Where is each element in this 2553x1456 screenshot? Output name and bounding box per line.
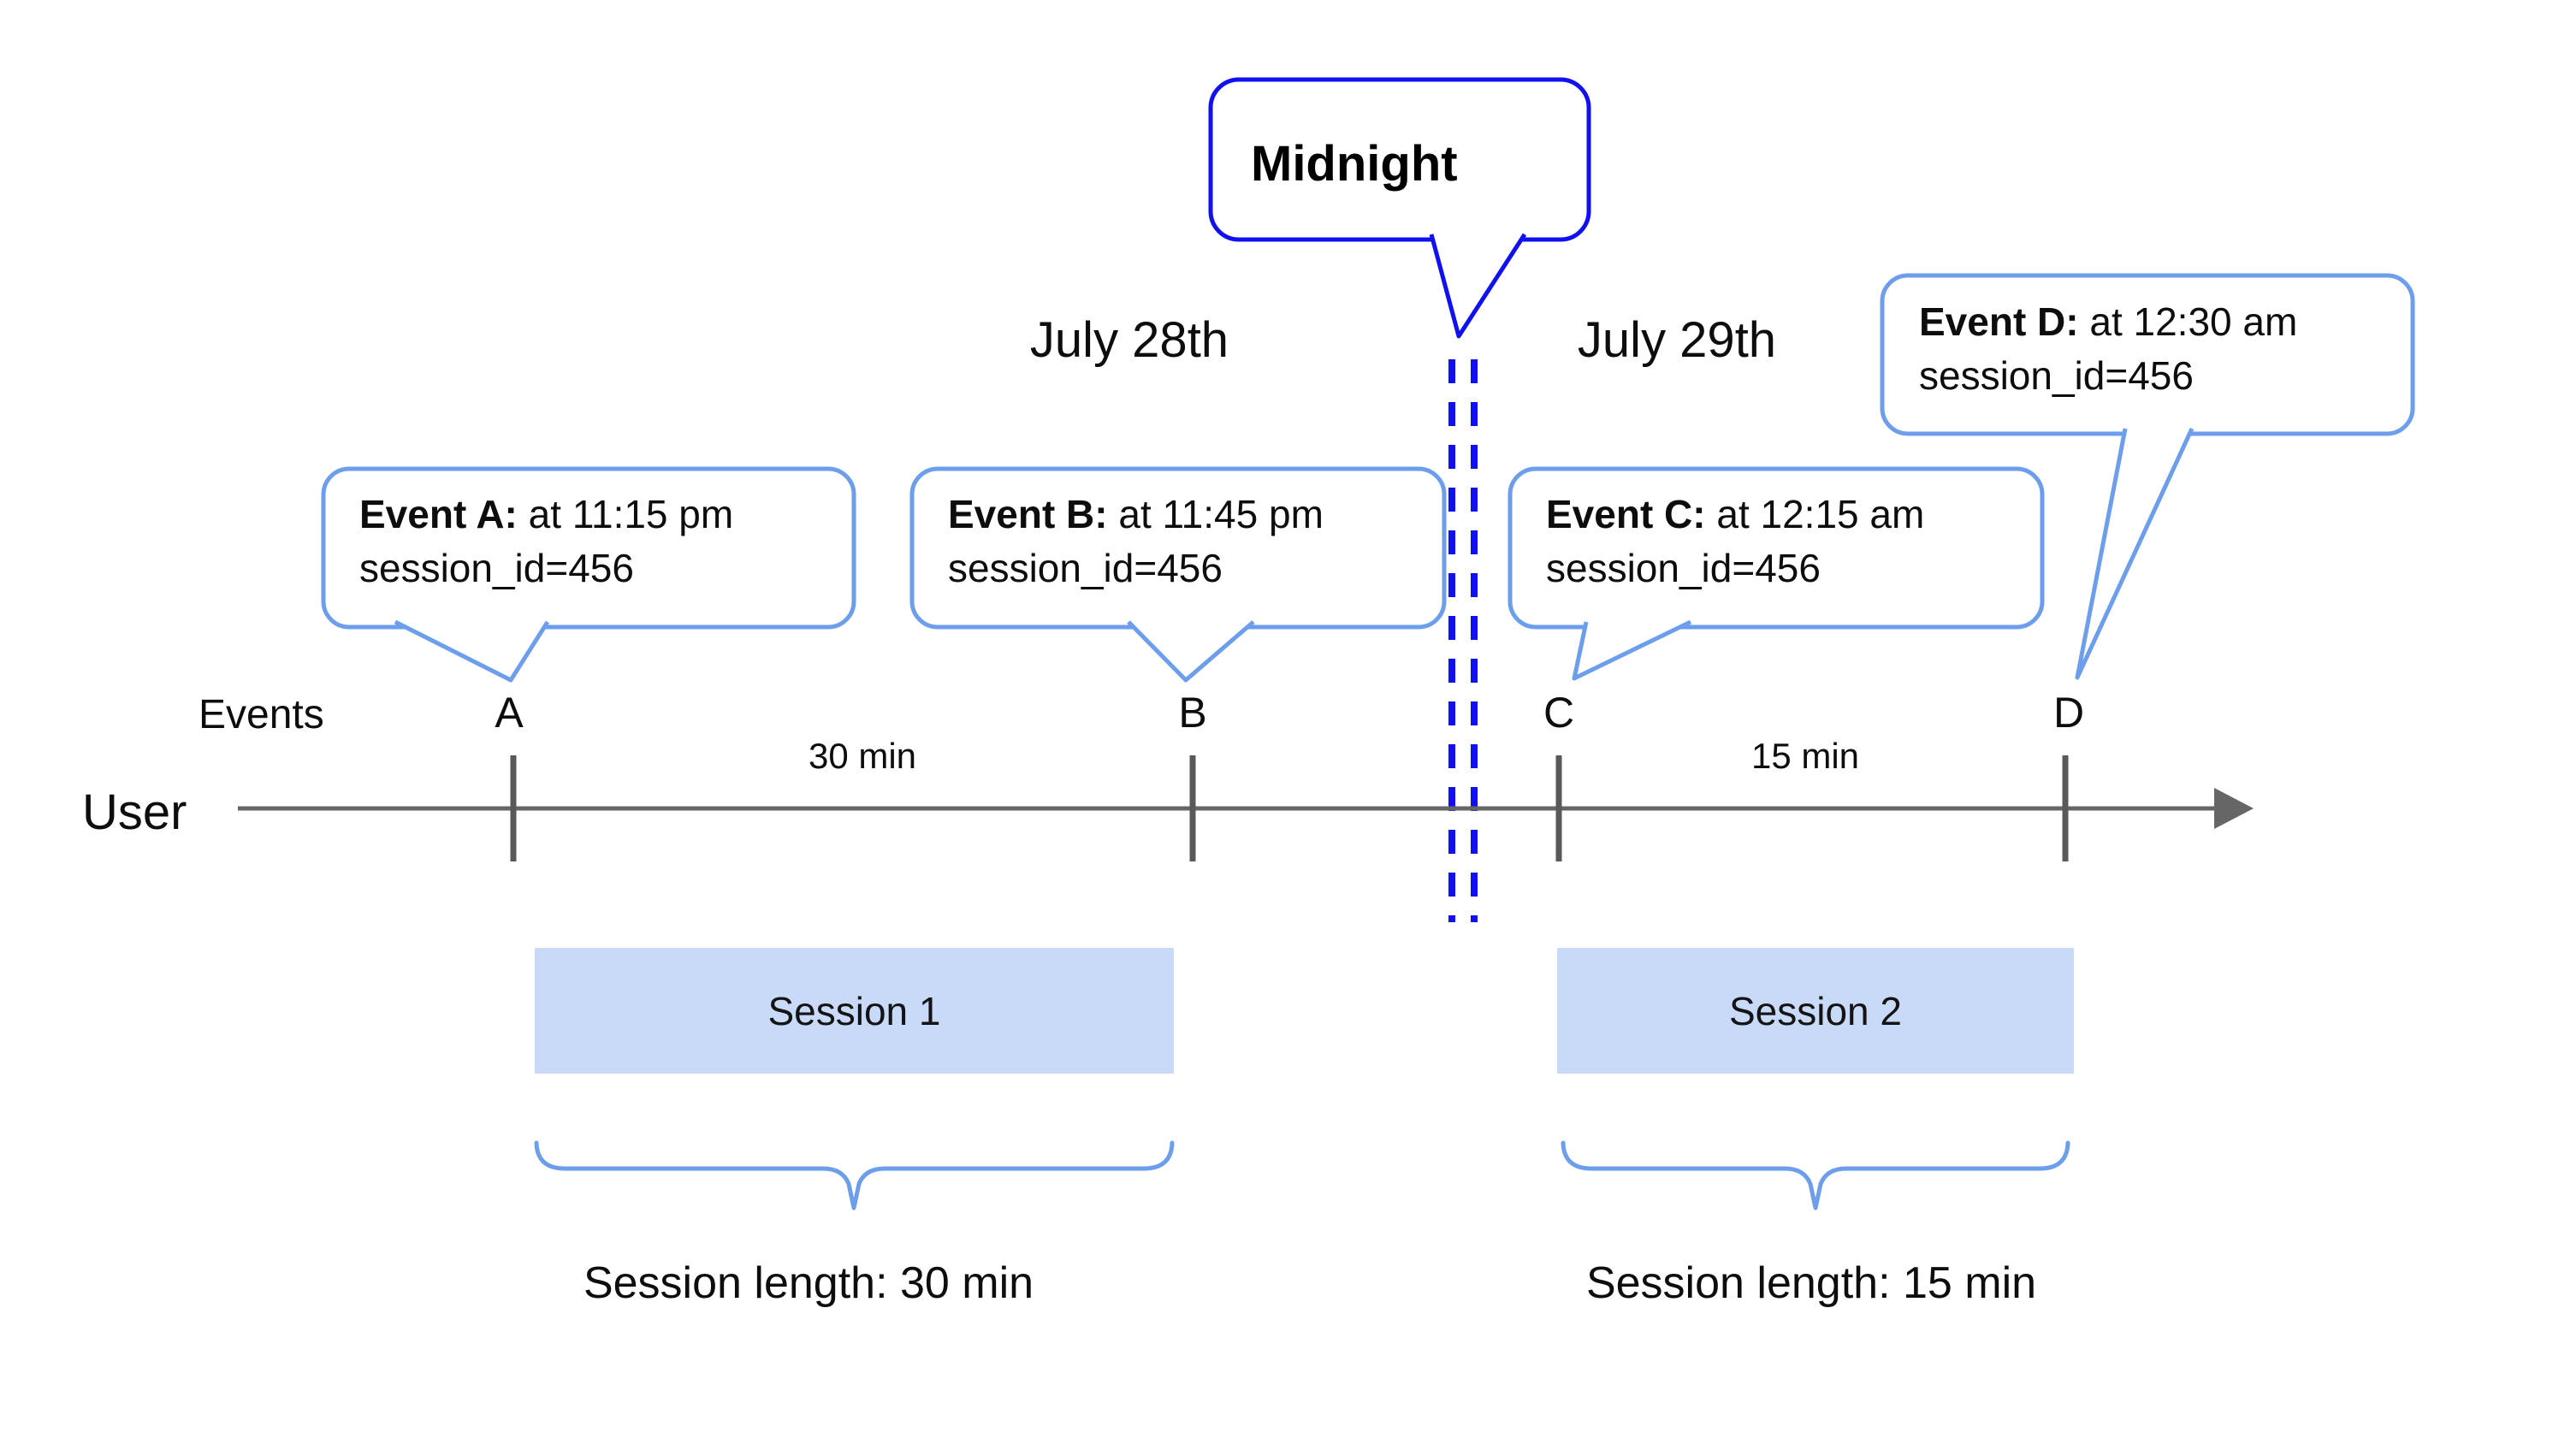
event-c-callout-tail bbox=[1572, 619, 1692, 681]
event-a-callout-tail bbox=[394, 619, 550, 683]
session-2-label: Session 2 bbox=[1728, 988, 1902, 1033]
date-july-28: July 28th bbox=[1029, 312, 1229, 368]
timeline-arrowhead-icon bbox=[2214, 788, 2254, 829]
event-label-b: B bbox=[1178, 689, 1207, 737]
event-d-callout-detail: session_id=456 bbox=[1919, 353, 2194, 398]
user-label: User bbox=[82, 784, 187, 840]
event-c-callout-time: at 12:15 am bbox=[1705, 492, 1925, 536]
event-a-callout-text: Event A: at 11:15 pm session_id=456 bbox=[359, 488, 733, 595]
session-1-label: Session 1 bbox=[767, 988, 941, 1033]
interval-label-30min: 30 min bbox=[808, 736, 917, 776]
event-b-callout-detail: session_id=456 bbox=[948, 546, 1223, 590]
event-d-callout-text: Event D: at 12:30 am session_id=456 bbox=[1919, 295, 2297, 403]
event-b-callout-text: Event B: at 11:45 pm session_id=456 bbox=[948, 488, 1324, 595]
session-1-length-label: Session length: 30 min bbox=[583, 1258, 1034, 1308]
midnight-callout-bubble bbox=[1208, 77, 1591, 242]
date-july-29: July 29th bbox=[1577, 312, 1777, 368]
event-c-callout-detail: session_id=456 bbox=[1546, 546, 1821, 590]
event-c-callout-bubble bbox=[1508, 466, 2045, 630]
event-c-callout-text: Event C: at 12:15 am session_id=456 bbox=[1546, 488, 1924, 595]
event-b-callout-title: Event B: bbox=[948, 492, 1108, 536]
event-label-c: C bbox=[1543, 689, 1575, 737]
event-a-callout-title: Event A: bbox=[359, 492, 518, 536]
session-2-brace bbox=[1561, 1140, 2070, 1210]
events-axis-label: Events bbox=[198, 692, 324, 737]
event-d-callout-title: Event D: bbox=[1919, 299, 2079, 344]
event-c-callout-title: Event C: bbox=[1546, 492, 1706, 536]
midnight-callout-tail bbox=[1429, 233, 1527, 339]
session-1-bar bbox=[535, 948, 1174, 1074]
event-a-callout-time: at 11:15 pm bbox=[517, 492, 734, 536]
interval-label-15min: 15 min bbox=[1750, 736, 1860, 776]
session-2-length-label: Session length: 15 min bbox=[1585, 1258, 2037, 1308]
event-label-a: A bbox=[495, 689, 524, 737]
event-b-callout-tail bbox=[1127, 620, 1255, 683]
midnight-label: Midnight bbox=[1251, 136, 1458, 192]
event-b-callout-time: at 11:45 pm bbox=[1107, 492, 1324, 536]
event-d-callout-tail bbox=[2075, 427, 2195, 680]
event-label-d: D bbox=[2052, 689, 2085, 737]
event-d-callout-time: at 12:30 am bbox=[2078, 299, 2298, 344]
event-a-callout-detail: session_id=456 bbox=[359, 546, 634, 590]
session-2-bar bbox=[1557, 948, 2074, 1074]
event-a-callout-bubble bbox=[321, 466, 856, 630]
session-1-brace bbox=[534, 1140, 1175, 1210]
